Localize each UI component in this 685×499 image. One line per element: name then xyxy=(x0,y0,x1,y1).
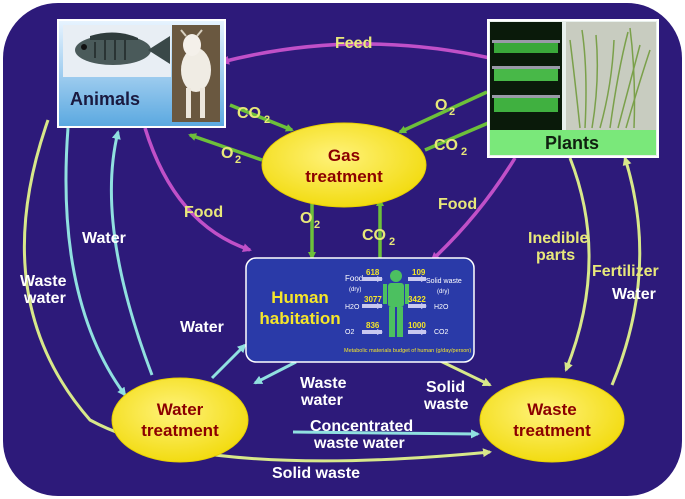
concentrated-label-2: waste water xyxy=(313,435,405,452)
budget-co2-label: CO2 xyxy=(434,329,449,336)
fertilizer-water-arrow xyxy=(610,156,642,386)
budget-solid-waste-sub: (dry) xyxy=(437,289,449,295)
o2-label-animals: O 2 xyxy=(221,145,241,166)
habitation-title-1: Human xyxy=(271,288,329,307)
water-label-right: Water xyxy=(612,286,656,303)
waste-water-label-left-1: Waste xyxy=(20,273,67,290)
food-arrow-animals xyxy=(143,127,252,253)
o2-text: O xyxy=(221,145,233,162)
water-treatment-title-1: Water xyxy=(157,400,204,419)
solid-waste-label-habitation-2: waste xyxy=(423,396,469,413)
concentrated-waste-water-arrow xyxy=(292,429,480,439)
budget-row-water: H2O 3077 3422 H2O xyxy=(345,295,449,311)
co2-label-plants: CO 2 xyxy=(434,137,467,158)
plants-node: Plants xyxy=(487,19,659,158)
budget-solid-waste-value: 109 xyxy=(412,268,426,277)
co2-text: CO xyxy=(237,105,261,122)
o2-text: O xyxy=(435,97,447,114)
co2-subscript: 2 xyxy=(264,114,270,126)
solid-waste-label-bottom: Solid waste xyxy=(272,465,360,482)
goat-icon xyxy=(180,29,211,118)
budget-h2o-out-value: 3422 xyxy=(408,295,426,304)
plant-shelves-icon xyxy=(492,40,560,112)
food-label-plants: Food xyxy=(438,196,477,213)
budget-o2-label: O2 xyxy=(345,329,354,336)
budget-row-gas: O2 836 1000 CO2 xyxy=(345,321,449,336)
human-figure-icon xyxy=(383,270,409,337)
waste-water-arrow-animals xyxy=(64,127,127,397)
co2-arrow-animals xyxy=(229,103,294,132)
co2-text: CO xyxy=(434,137,458,154)
water-label-habitation: Water xyxy=(180,319,224,336)
waste-treatment-node: Waste treatment xyxy=(479,377,625,463)
gas-treatment-node: Gas treatment xyxy=(261,122,427,208)
budget-h2o-out-label: H2O xyxy=(434,304,449,311)
co2-subscript: 2 xyxy=(461,146,467,158)
solid-waste-label-habitation-1: Solid xyxy=(426,379,465,396)
co2-subscript: 2 xyxy=(389,236,395,248)
waste-water-label-habitation-1: Waste xyxy=(300,375,347,392)
waste-water-arrow xyxy=(253,360,297,385)
inedible-label-1: Inedible xyxy=(528,230,589,247)
water-treatment-title-2: treatment xyxy=(141,421,219,440)
water-label-left: Water xyxy=(82,230,126,247)
plants-label-bar xyxy=(490,130,656,155)
co2-text: CO xyxy=(362,227,386,244)
o2-subscript: 2 xyxy=(449,106,455,118)
waste-water-label-left-2: water xyxy=(23,290,66,307)
budget-row-food: Food (dry) 618 109 Solid waste (dry) xyxy=(345,268,462,295)
budget-food-sub: (dry) xyxy=(349,287,361,293)
food-arrow-plants xyxy=(430,157,517,262)
budget-food-label: Food xyxy=(345,274,363,283)
budget-co2-value: 1000 xyxy=(408,321,426,330)
water-treatment-node: Water treatment xyxy=(111,377,249,463)
budget-solid-waste-label: Solid waste xyxy=(426,278,462,285)
co2-label-animals: CO 2 xyxy=(237,105,270,126)
water-arrow-to-animals xyxy=(109,130,154,376)
budget-caption: Metabolic materials budget of human (g/d… xyxy=(344,348,471,354)
food-label-animals: Food xyxy=(184,204,223,221)
o2-label-plants: O 2 xyxy=(435,97,455,118)
solid-waste-arrow xyxy=(22,119,492,463)
o2-arrow-plants xyxy=(398,90,488,134)
animals-node: Animals xyxy=(57,19,226,128)
habitation-title-2: habitation xyxy=(259,309,340,328)
o2-subscript: 2 xyxy=(235,154,241,166)
waste-treatment-title-2: treatment xyxy=(513,421,591,440)
feed-arrow xyxy=(220,42,491,65)
fertilizer-label: Fertilizer xyxy=(592,263,659,280)
co2-label-habitation: CO 2 xyxy=(362,227,395,248)
o2-label-habitation: O 2 xyxy=(300,210,320,231)
inedible-parts-arrow xyxy=(564,157,591,372)
budget-o2-value: 836 xyxy=(366,321,380,330)
budget-h2o-in-value: 3077 xyxy=(364,295,382,304)
budget-h2o-in-label: H2O xyxy=(345,304,360,311)
gas-treatment-title-1: Gas xyxy=(328,146,360,165)
concentrated-label-1: Concentrated xyxy=(310,418,413,435)
feed-label: Feed xyxy=(335,35,372,52)
o2-arrow-animals xyxy=(188,133,263,162)
gas-treatment-title-2: treatment xyxy=(305,167,383,186)
human-habitation-node: Human habitation Food (dry) 618 109 Soli… xyxy=(245,257,475,363)
o2-text: O xyxy=(300,210,312,227)
waste-treatment-title-1: Waste xyxy=(527,400,576,419)
waste-water-label-habitation-2: water xyxy=(300,392,343,409)
water-arrow-to-habitation xyxy=(210,343,247,380)
fish-icon xyxy=(75,32,170,65)
budget-food-value: 618 xyxy=(366,268,380,277)
o2-subscript: 2 xyxy=(314,219,320,231)
inedible-label-2: parts xyxy=(536,247,575,264)
plants-label: Plants xyxy=(545,133,599,153)
animals-label: Animals xyxy=(70,89,140,109)
rice-plants-icon xyxy=(569,27,651,129)
